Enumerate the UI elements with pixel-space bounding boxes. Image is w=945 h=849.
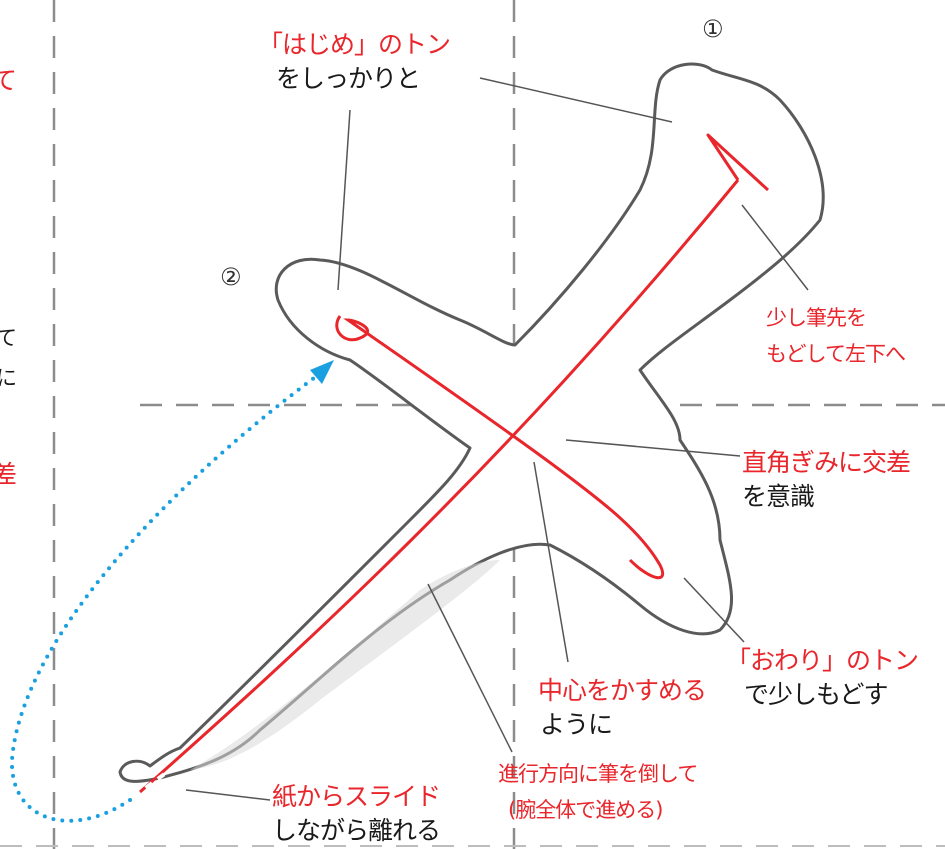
left-fragment-red-bottom: 差 — [0, 460, 17, 489]
label-chushin-red: 中心をかすめる — [538, 676, 707, 705]
label-kami-red: 紙からスライド — [272, 782, 441, 811]
label-hajime-black: をしっかりと — [276, 64, 421, 93]
brush-outline — [118, 62, 825, 783]
label-chokkaku-black: を意識 — [742, 482, 815, 511]
label-chushin-black: ように — [540, 710, 613, 739]
ink-shading — [190, 560, 500, 770]
stroke-number-2: ② — [220, 263, 241, 291]
stroke-number-1: ① — [702, 15, 723, 43]
leader-kami — [185, 789, 271, 801]
label-sukoshi-line1: 少し筆先を — [766, 306, 867, 330]
leader-chokkaku — [565, 439, 741, 457]
blue-dotted-path — [9, 373, 320, 823]
red-stroke-path-2 — [335, 315, 665, 580]
label-chokkaku-red: 直角ぎみに交差 — [742, 448, 911, 477]
leader-hajime — [337, 109, 351, 291]
left-fragment-red-top: て — [0, 66, 17, 95]
red-arrowhead — [706, 133, 770, 192]
label-kami-black: しながら離れる — [272, 816, 441, 845]
label-owari-black: で少しもどす — [744, 680, 889, 709]
leader-stroke-1 — [479, 77, 673, 123]
label-shinko-line1: 進行方向に筆を倒して — [498, 762, 698, 786]
label-shinko-line2: (腕全体で進める) — [508, 798, 663, 822]
label-hajime-red: 「はじめ」のトン — [258, 30, 451, 59]
leader-shinko — [427, 583, 513, 753]
left-fragment-black-2: に — [0, 366, 17, 390]
leader-chushin — [533, 461, 569, 663]
red-stroke-path-1 — [139, 179, 740, 794]
left-fragment-black-1: て — [0, 326, 17, 350]
leader-sukoshi — [741, 204, 809, 291]
red-stroke-dashed-tail — [138, 746, 202, 794]
label-owari-red: 「おわり」のトン — [726, 646, 919, 675]
blue-arrowhead — [310, 360, 334, 384]
label-sukoshi-line2: もどして左下へ — [766, 342, 906, 366]
leader-owari — [683, 577, 745, 643]
